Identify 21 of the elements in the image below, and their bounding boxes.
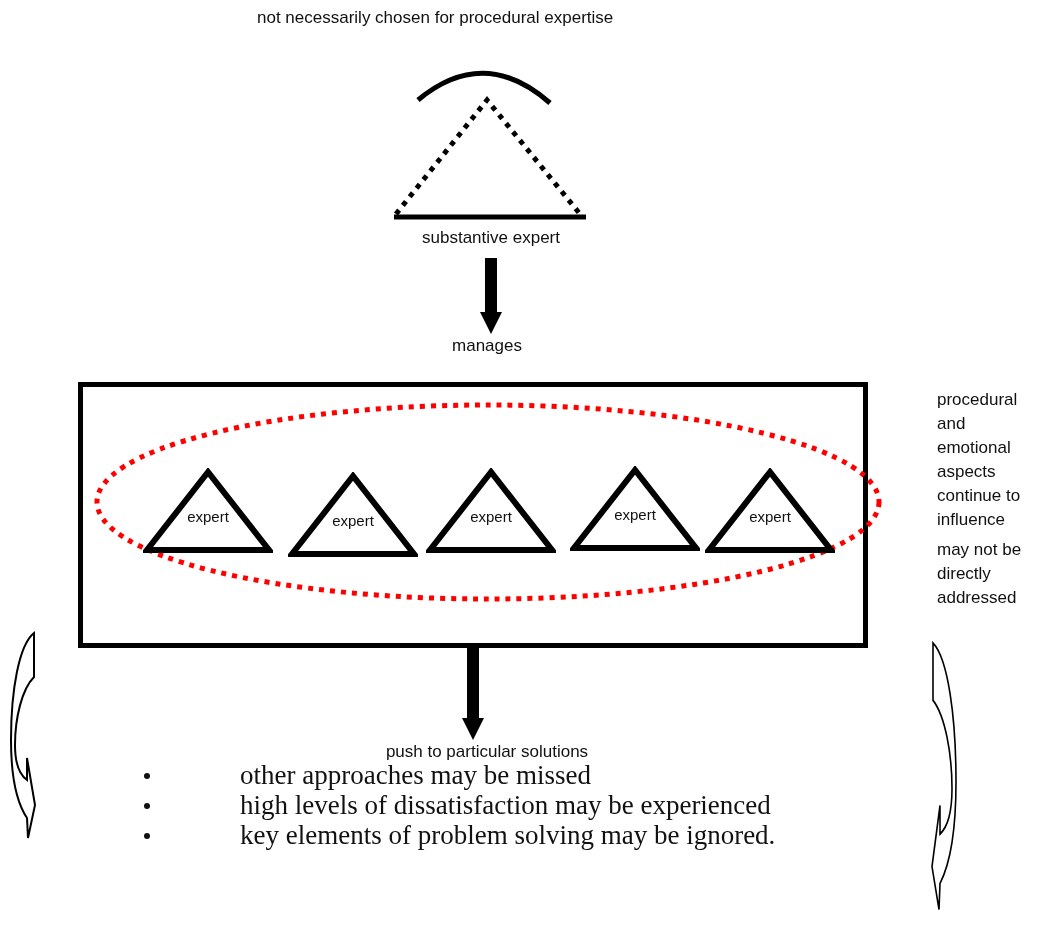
expert-triangle xyxy=(426,468,556,554)
flow-label: manages xyxy=(451,336,523,356)
expert-triangle xyxy=(143,468,273,554)
node-label: expert xyxy=(748,508,792,525)
node-label: expert xyxy=(331,512,375,529)
block-arrow xyxy=(462,648,484,740)
node-label: expert xyxy=(613,506,657,523)
expert-triangle xyxy=(705,468,835,554)
bullet-item: other approaches may be missed xyxy=(120,760,776,790)
expert-triangle xyxy=(570,466,700,552)
expert-triangle xyxy=(288,472,418,558)
bullet-item: high levels of dissatisfaction may be experienced xyxy=(120,790,776,820)
node-label: expert xyxy=(186,508,230,525)
note-text: not necessarily chosen for procedural expertise xyxy=(257,7,614,29)
block-arrow xyxy=(480,258,502,334)
bullet-item: key elements of problem solving may be ignored. xyxy=(120,820,776,850)
node-label: substantive expert xyxy=(421,228,561,248)
dotted-ellipse xyxy=(94,402,882,602)
flow-label: push to particular solutions xyxy=(384,742,590,762)
side-note: may not be directly addressed xyxy=(937,539,1023,609)
node-label: expert xyxy=(469,508,513,525)
